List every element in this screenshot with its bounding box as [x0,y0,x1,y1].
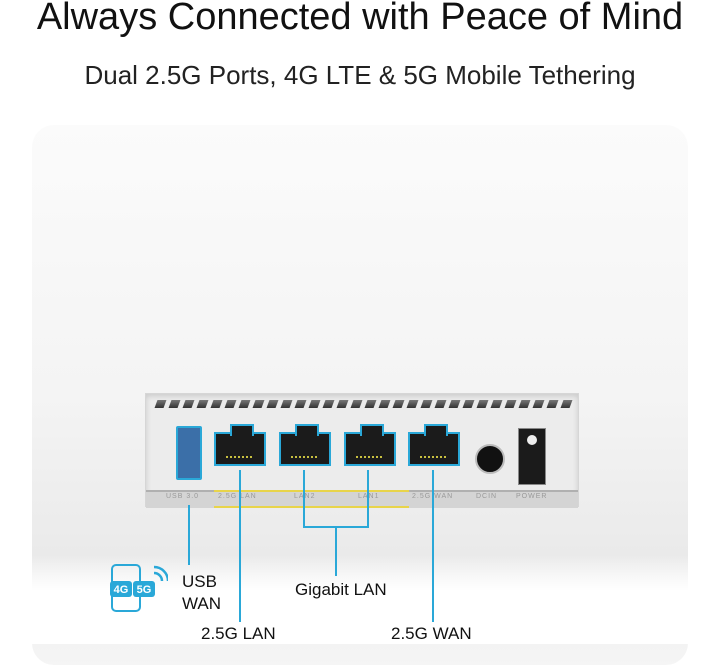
lan25-leader-line [239,470,241,622]
vent-slot [504,400,517,408]
vent-slot [532,400,545,408]
headline: Always Connected with Peace of Mind [36,0,684,38]
subheadline: Dual 2.5G Ports, 4G LTE & 5G Mobile Teth… [84,60,636,90]
vent-slot [182,400,195,408]
vent-slot [238,400,251,408]
lan25-label: 2.5G LAN [201,624,276,643]
vent-slot [518,400,531,408]
lan1-leader-line [367,470,369,528]
usb-leader-line [188,505,190,565]
vent-slot [308,400,321,408]
vent-slot [196,400,209,408]
vent-slot [476,400,489,408]
vent-slot [434,400,447,408]
vent-slot [294,400,307,408]
vent-slot [168,400,181,408]
vent-slot [154,400,167,408]
wan-2-5g-port [408,424,460,466]
vent-slot [490,400,503,408]
vent-slot [378,400,391,408]
vent-slot [350,400,363,408]
usb-port [176,426,202,480]
icon-5g-text: 5G [137,584,152,596]
bottom-fade [0,555,720,644]
vent-slot [420,400,433,408]
vent-slot [448,400,461,408]
gigabit-lan-label: Gigabit LAN [295,580,387,599]
wan25-leader-line [432,470,434,622]
lan-2-5g-port [214,424,266,466]
vent-slot [336,400,349,408]
vent-slot [322,400,335,408]
lan2-port [279,424,331,466]
vent-slot [266,400,279,408]
vent-slot [560,400,573,408]
label-usb: USB 3.0 [166,493,200,500]
vent-slot [392,400,405,408]
usb-wan-label: USB WAN [182,571,221,615]
vent-slot [210,400,223,408]
label-power: POWER [516,493,548,500]
vent-slot [224,400,237,408]
dc-in-port [475,444,505,474]
wan25-label: 2.5G WAN [391,624,472,643]
vent-slot [546,400,559,408]
vent-slot [406,400,419,408]
vent-slot [252,400,265,408]
lan1-port [344,424,396,466]
label-dcin: DCIN [476,493,498,500]
vent-slot [364,400,377,408]
icon-4g-text: 4G [114,584,129,596]
gigabit-leader-line [335,526,337,576]
vent-slot [280,400,293,408]
phone-4g-5g-icon: 4G 5G [110,564,168,612]
power-switch [518,428,546,485]
vent-slot [462,400,475,408]
lan2-leader-line [303,470,305,528]
usb-text: USB [182,572,217,591]
wan-text: WAN [182,594,222,613]
label-lan25: 2.5G LAN [218,493,257,500]
